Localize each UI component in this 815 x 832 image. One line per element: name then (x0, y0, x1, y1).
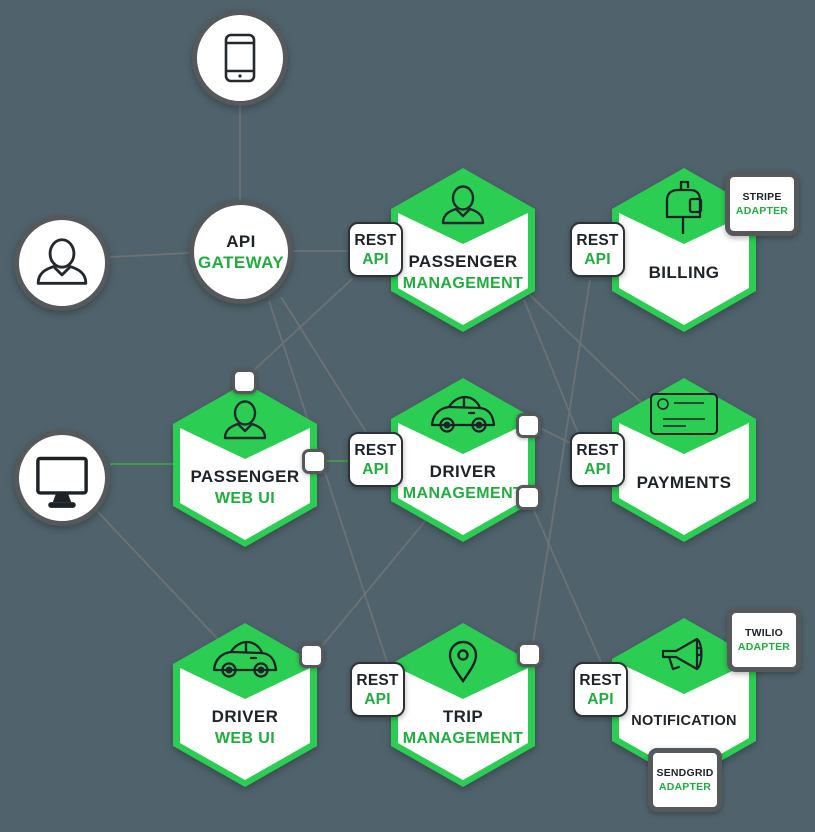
stripe-adapter-card: STRIPE ADAPTER (725, 172, 799, 236)
user-icon (36, 238, 88, 285)
connection-driver-web-ui-port-driver-management (321, 519, 427, 647)
rest-api-badge-payments: REST API (570, 432, 625, 487)
api-label: API (587, 690, 614, 708)
connection-trip-management-port-rest-billing (532, 279, 591, 644)
driver-web-ui-line1: DRIVER (211, 707, 279, 726)
passenger-management-line2: MANAGEMENT (402, 275, 524, 292)
connection-browser-driver-web-ui (95, 509, 231, 653)
api-label: API (364, 690, 391, 708)
browser-client-node (14, 430, 110, 526)
adapter-label: ADAPTER (737, 641, 791, 653)
adapter-label: ADAPTER (658, 781, 712, 793)
notification-label: NOTIFICATION (631, 713, 737, 729)
phone-client-node (192, 10, 288, 106)
stripe-label: STRIPE (742, 191, 782, 203)
twilio-label: TWILIO (745, 627, 783, 639)
api-label: API (584, 460, 611, 478)
driver-web-ui-node: DRIVER WEB UI (173, 623, 317, 787)
rest-api-badge-billing: REST API (570, 222, 625, 277)
api-label: API (362, 250, 389, 268)
rest-api-badge-passenger-management: REST API (348, 222, 403, 277)
payments-label: PAYMENTS (636, 473, 732, 492)
driver-management-top-port (516, 413, 541, 438)
connection-api-gateway-rest-driver-management (280, 296, 367, 433)
connection-driver-management-top-port-rest-payments (539, 427, 571, 444)
passenger-web-ui-top-port (232, 369, 257, 394)
api-gateway-label: API GATEWAY (198, 231, 284, 273)
twilio-adapter-card: TWILIO ADAPTER (727, 608, 801, 672)
connection-passenger-management-rest-payments (523, 299, 579, 434)
passenger-management-line1: PASSENGER (408, 252, 518, 271)
api-label: API (362, 460, 389, 478)
adapter-label: ADAPTER (735, 205, 789, 217)
passenger-web-ui-line2: WEB UI (214, 490, 276, 507)
driver-management-bottom-port (516, 485, 541, 510)
trip-management-line2: MANAGEMENT (402, 730, 524, 747)
rider-client-node (14, 215, 110, 311)
driver-web-ui-line2: WEB UI (214, 730, 276, 747)
monitor-icon (36, 456, 88, 509)
rest-label: REST (579, 671, 622, 689)
sendgrid-label: SENDGRID (656, 767, 714, 779)
connection-passenger-management-payments (529, 294, 644, 405)
passenger-web-ui-right-port (302, 449, 327, 474)
smartphone-icon (224, 33, 256, 83)
driver-management-node: DRIVER MANAGEMENT (391, 378, 535, 542)
connection-api-gateway-rest-trip-management (268, 300, 388, 663)
billing-label: BILLING (648, 263, 720, 282)
connection-driver-management-bottom-port-rest-notification (532, 507, 602, 663)
rest-api-badge-driver-management: REST API (348, 432, 403, 487)
passenger-management-node: PASSENGER MANAGEMENT (391, 168, 535, 332)
api-gateway-node: API GATEWAY (189, 200, 293, 304)
sendgrid-adapter-card: SENDGRID ADAPTER (648, 748, 722, 812)
api-gateway-line1: API (226, 232, 256, 251)
rest-label: REST (356, 671, 399, 689)
passenger-web-ui-node: PASSENGER WEB UI (173, 383, 317, 547)
connection-rest-passenger-management-passenger-web-ui-top-port (251, 278, 353, 373)
rest-api-badge-notification: REST API (573, 662, 628, 717)
payments-node: PAYMENTS (612, 378, 756, 542)
api-label: API (584, 250, 611, 268)
rest-api-badge-trip-management: REST API (350, 662, 405, 717)
trip-management-line1: TRIP (442, 707, 484, 726)
api-gateway-line2: GATEWAY (198, 253, 284, 272)
driver-web-ui-port (299, 643, 324, 668)
trip-management-port (517, 642, 542, 667)
connection-rider-api-gateway (109, 252, 191, 258)
passenger-web-ui-line1: PASSENGER (190, 467, 300, 486)
rest-label: REST (354, 231, 397, 249)
notification-node: NOTIFICATION (612, 618, 756, 782)
driver-management-line1: DRIVER (429, 462, 497, 481)
billing-node: BILLING (612, 168, 756, 332)
rest-label: REST (576, 231, 619, 249)
trip-management-node: TRIP MANAGEMENT (391, 623, 535, 787)
driver-management-line2: MANAGEMENT (402, 485, 524, 502)
rest-label: REST (354, 441, 397, 459)
rest-label: REST (576, 441, 619, 459)
